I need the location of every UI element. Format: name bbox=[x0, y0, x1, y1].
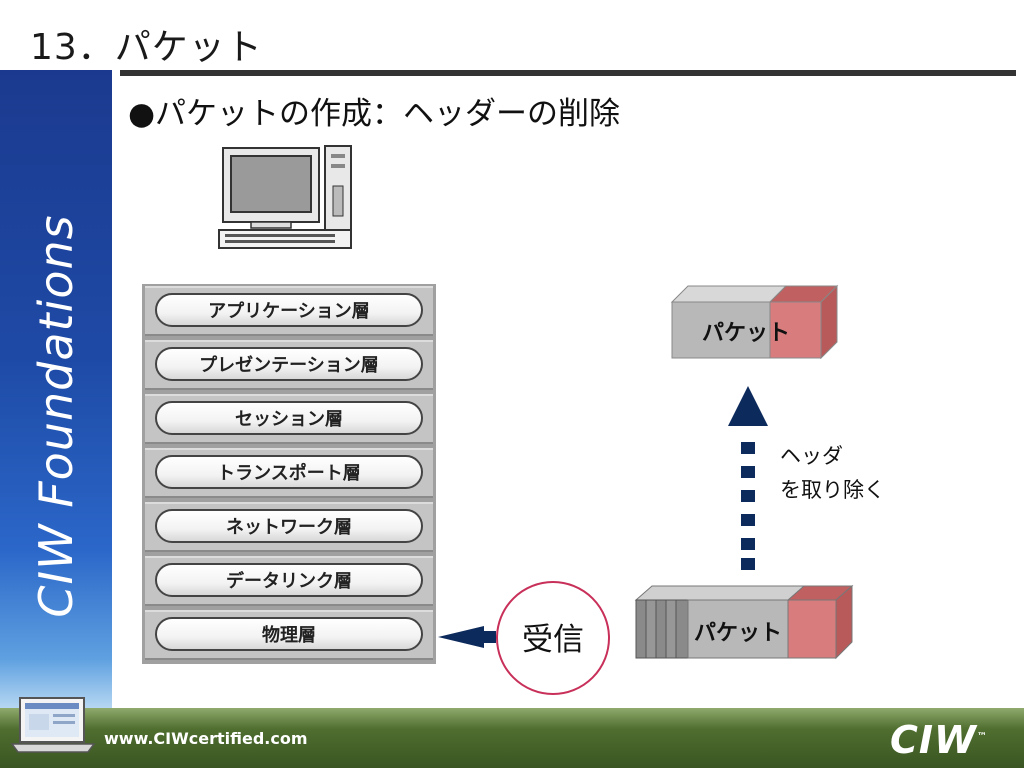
packet-top bbox=[670, 284, 839, 360]
packet-bottom bbox=[634, 584, 854, 660]
layer-label: プレゼンテーション層 bbox=[155, 347, 423, 381]
layer-label: アプリケーション層 bbox=[155, 293, 423, 327]
receive-arrow bbox=[438, 626, 496, 648]
receive-label: 受信 bbox=[522, 622, 584, 658]
layer-transport: トランスポート層 bbox=[145, 448, 433, 498]
up-arrow bbox=[728, 386, 768, 570]
computer-icon bbox=[218, 145, 352, 249]
layer-network: ネットワーク層 bbox=[145, 502, 433, 552]
ciw-logo: CIW™ bbox=[890, 718, 988, 762]
packet-top-label: パケット bbox=[702, 321, 790, 346]
layer-label: ネットワーク層 bbox=[155, 509, 423, 543]
layer-physical: 物理層 bbox=[145, 610, 433, 660]
layer-label: セッション層 bbox=[155, 401, 423, 435]
laptop-icon bbox=[10, 697, 96, 753]
step-label-line1: ヘッダ bbox=[780, 444, 843, 468]
slide-title: 13．パケット bbox=[30, 27, 263, 68]
step-label-line2: を取り除く bbox=[780, 478, 885, 502]
slide-subtitle: ●パケットの作成：ヘッダーの削除 bbox=[128, 96, 621, 132]
layer-session: セッション層 bbox=[145, 394, 433, 444]
packet-bottom-label: パケット bbox=[694, 621, 782, 646]
layer-presentation: プレゼンテーション層 bbox=[145, 340, 433, 390]
layer-application: アプリケーション層 bbox=[145, 286, 433, 336]
title-rule bbox=[120, 70, 1016, 76]
receive-circle bbox=[496, 581, 610, 695]
footer-banner: www.CIWcertified.com CIW™ bbox=[0, 697, 1024, 768]
ciw-logo-tm: ™ bbox=[976, 731, 988, 743]
layer-label: データリンク層 bbox=[155, 563, 423, 597]
layer-label: トランスポート層 bbox=[155, 455, 423, 489]
osi-layer-stack: アプリケーション層 プレゼンテーション層 セッション層 トランスポート層 ネット… bbox=[142, 284, 436, 664]
layer-label: 物理層 bbox=[155, 617, 423, 651]
layer-datalink: データリンク層 bbox=[145, 556, 433, 606]
footer-url: www.CIWcertified.com bbox=[104, 729, 308, 748]
sidebar-banner: CIW Foundations bbox=[0, 70, 112, 710]
ciw-logo-text: CIW bbox=[890, 718, 977, 762]
